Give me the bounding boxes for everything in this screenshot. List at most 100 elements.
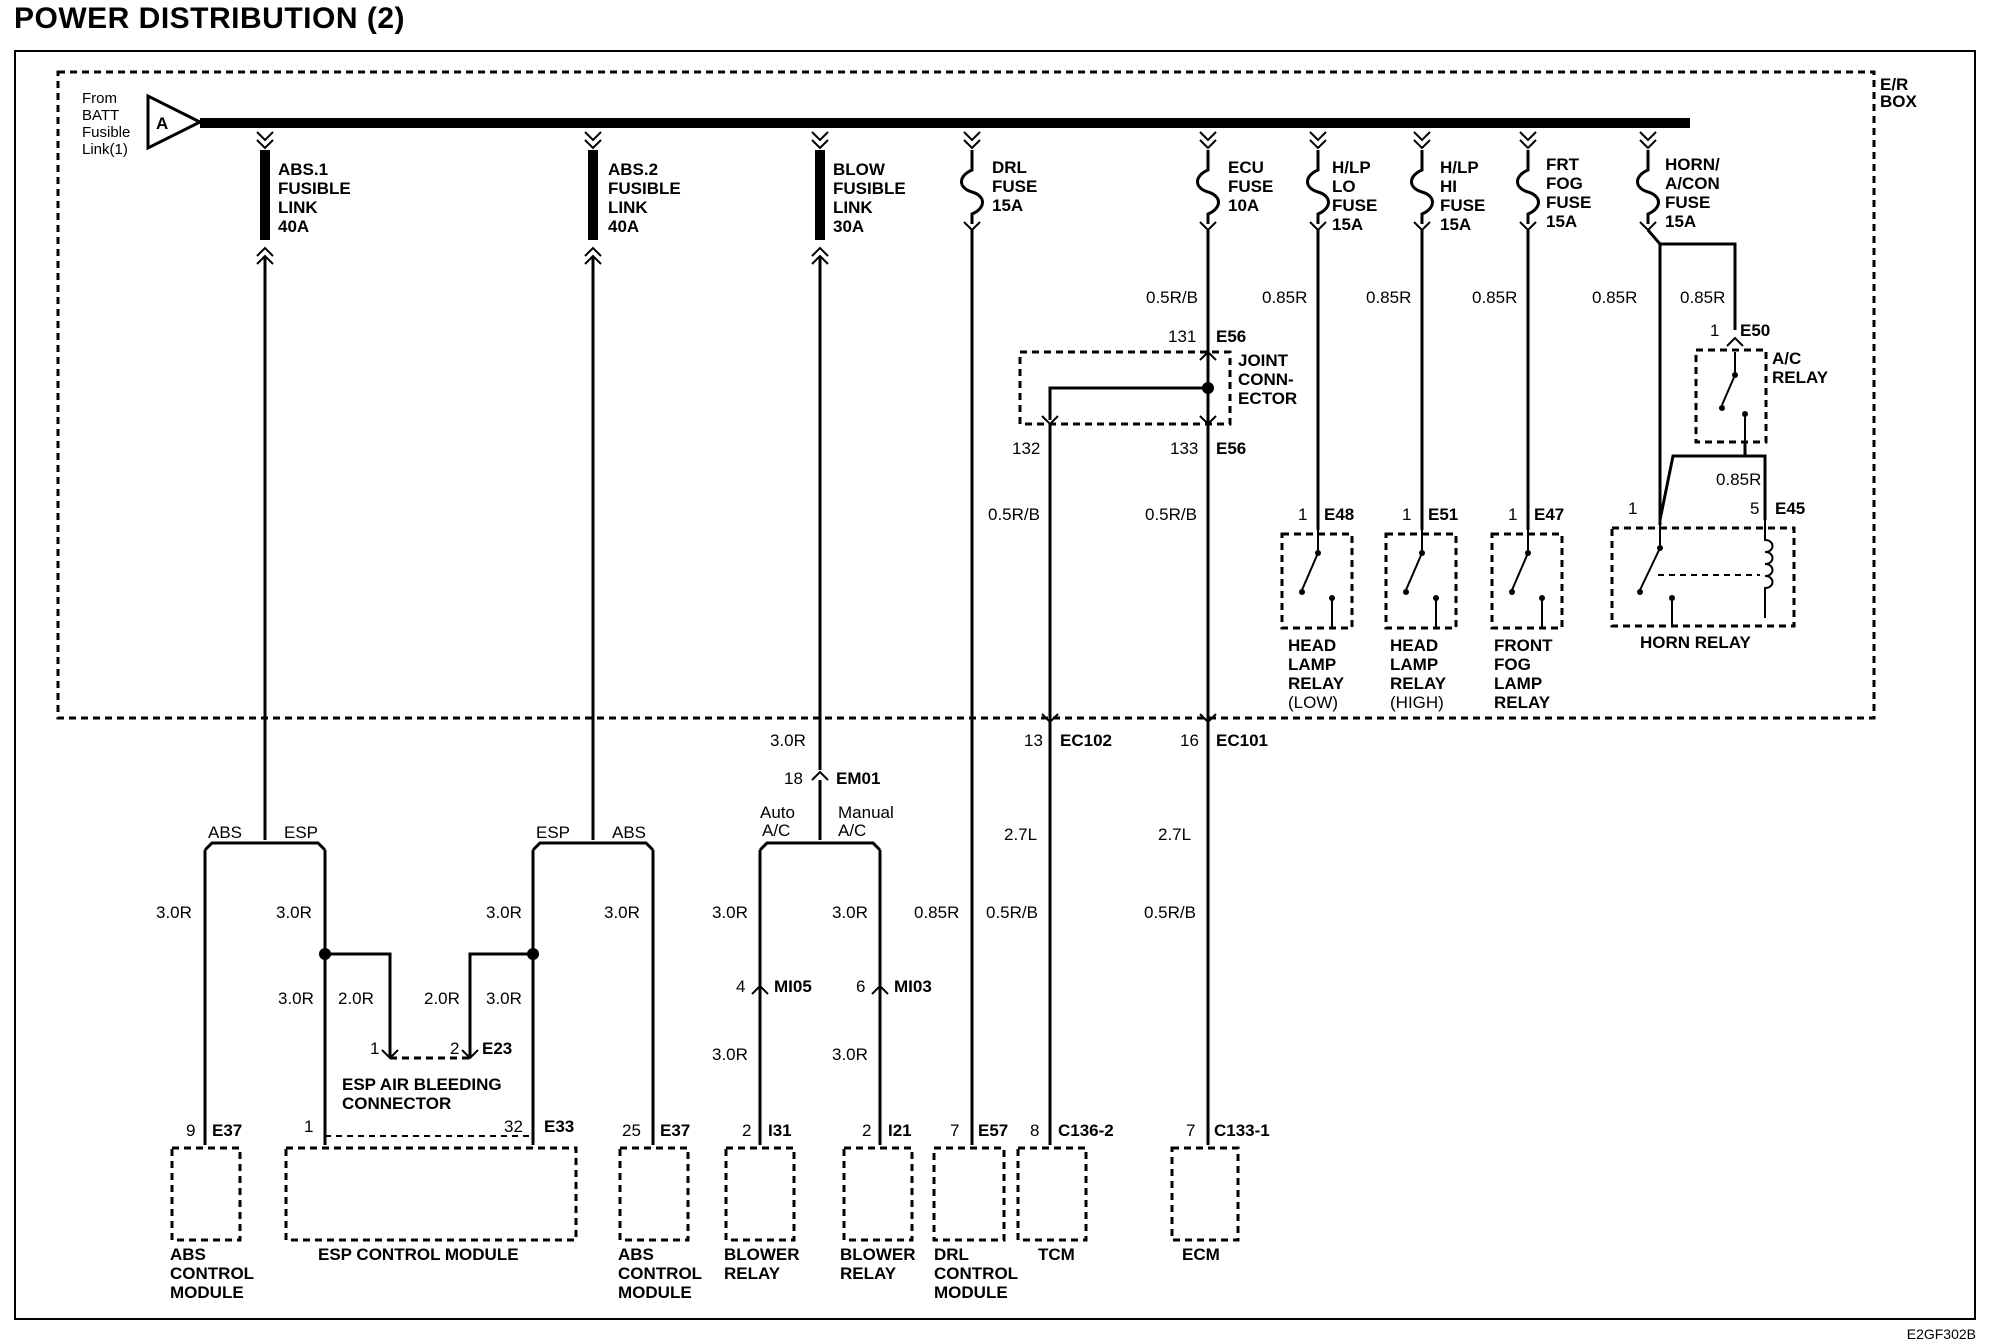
em01-wire-label: 3.0R	[770, 731, 806, 750]
hl-low-relay-box	[1280, 532, 1354, 630]
wire-label-133: 0.5R/B	[1145, 505, 1197, 524]
er-box-label-1: E/R	[1880, 75, 1908, 94]
hl-low-label-1: HEAD	[1288, 636, 1336, 655]
jc-top-arrow	[1199, 350, 1217, 361]
horn-label-3: FUSE	[1665, 193, 1710, 212]
mod-abs-left-label-3: MODULE	[170, 1283, 244, 1302]
hl-high-label-4: (HIGH)	[1390, 693, 1444, 712]
fog-relay-pin: 1	[1508, 505, 1517, 524]
hl-high-label-3: RELAY	[1390, 674, 1447, 693]
fog-relay-switch	[1509, 530, 1545, 628]
hlp-lo-label-4: 15A	[1332, 215, 1363, 234]
fog-relay-label-1: FRONT	[1494, 636, 1553, 655]
wire-label-27l-2: 2.7L	[1158, 825, 1191, 844]
wl-085r-drl: 0.85R	[914, 903, 959, 922]
esp-control-module	[284, 1146, 578, 1242]
blower-branch	[758, 841, 882, 852]
branch-esp-left: ESP	[284, 823, 318, 842]
horn-relay-conn: E45	[1775, 499, 1805, 518]
ecu-fuse	[1196, 131, 1220, 1145]
mod-abs-right-label-2: CONTROL	[618, 1264, 702, 1283]
ec101-pin: 16	[1180, 731, 1199, 750]
jc-label-3: ECTOR	[1238, 389, 1297, 408]
abs1-label-2: FUSIBLE	[278, 179, 351, 198]
tcm-module	[1016, 1146, 1088, 1242]
mod-blower2-label-1: BLOWER	[840, 1245, 916, 1264]
wire-label-horn-a: 0.85R	[1592, 288, 1637, 307]
hl-high-label-1: HEAD	[1390, 636, 1438, 655]
esp-bleed-right-wire	[468, 952, 533, 1058]
abs2-label-3: LINK	[608, 198, 648, 217]
horn-relay-label: HORN RELAY	[1640, 633, 1751, 652]
mi05-conn: MI05	[774, 977, 812, 996]
mod-abs-right-label-1: ABS	[618, 1245, 654, 1264]
mod-blower1-conn: I31	[768, 1121, 792, 1140]
source-connector-triangle	[146, 93, 204, 151]
mod-abs-left-conn: E37	[212, 1121, 242, 1140]
mod-abs-right-pin: 25	[622, 1121, 641, 1140]
wl-05rb-tcm: 0.5R/B	[986, 903, 1038, 922]
wl-30r-f: 3.0R	[832, 903, 868, 922]
esp-bleed-left-wire	[325, 952, 392, 1058]
jc-pin-right: 133	[1170, 439, 1198, 458]
source-label-1: From	[82, 90, 117, 107]
fog-relay-box	[1490, 532, 1564, 630]
wire-label-132: 0.5R/B	[988, 505, 1040, 524]
horn-relay-pin1: 1	[1628, 499, 1637, 518]
mod-blower2-pin: 2	[862, 1121, 871, 1140]
jc-label-1: JOINT	[1238, 351, 1289, 370]
hlp-lo-label-1: H/LP	[1332, 158, 1371, 177]
fog-relay-conn: E47	[1534, 505, 1564, 524]
hl-low-label-4: (LOW)	[1288, 693, 1338, 712]
hl-low-conn: E48	[1324, 505, 1354, 524]
branch-abs-right: ABS	[612, 823, 646, 842]
mi05-pin: 4	[736, 977, 745, 996]
fog-relay-label-2: FOG	[1494, 655, 1531, 674]
horn-label-4: 15A	[1665, 212, 1696, 231]
wire-label-27l-1: 2.7L	[1004, 825, 1037, 844]
mod-esp-pin-b: 32	[504, 1117, 523, 1136]
wl-30r-g: 3.0R	[278, 989, 314, 1008]
mod-blower2-label-2: RELAY	[840, 1264, 897, 1283]
wire-label-hlo: 0.85R	[1262, 288, 1307, 307]
abs-control-module-left	[170, 1146, 242, 1242]
blower-relay-1	[724, 1146, 796, 1242]
mod-drl-label-3: MODULE	[934, 1283, 1008, 1302]
mod-tcm-label: TCM	[1038, 1245, 1075, 1264]
ecu-label-1: ECU	[1228, 158, 1264, 177]
hlp-lo-fuse	[1306, 131, 1330, 530]
blower-relay-2	[842, 1146, 914, 1242]
frt-fog-label-3: FUSE	[1546, 193, 1591, 212]
horn-label-2: A/CON	[1665, 174, 1720, 193]
ecm-module	[1170, 1146, 1240, 1242]
drl-fuse	[960, 131, 984, 1145]
page-title: POWER DISTRIBUTION (2)	[14, 2, 405, 35]
ac-relay-arrow	[1726, 336, 1744, 347]
e23-conn: E23	[482, 1039, 512, 1058]
abs-control-module-right	[618, 1146, 690, 1242]
er-box-boundary	[56, 70, 1876, 720]
hlp-hi-label-2: HI	[1440, 177, 1457, 196]
drl-label-3: 15A	[992, 196, 1023, 215]
em01-pin: 18	[784, 769, 803, 788]
hlp-lo-label-3: FUSE	[1332, 196, 1377, 215]
wl-05rb-ecm: 0.5R/B	[1144, 903, 1196, 922]
jc-pin-top: 131	[1168, 327, 1196, 346]
ac-relay-output	[1658, 442, 1747, 521]
blow-label-1: BLOW	[833, 160, 886, 179]
frt-fog-label-1: FRT	[1546, 155, 1580, 174]
blow-label-2: FUSIBLE	[833, 179, 906, 198]
wl-30r-h: 3.0R	[486, 989, 522, 1008]
mod-blower2-conn: I21	[888, 1121, 912, 1140]
hl-low-pin: 1	[1298, 505, 1307, 524]
mod-blower1-pin: 2	[742, 1121, 751, 1140]
drl-control-module	[932, 1146, 1006, 1242]
ec102-pin: 13	[1024, 731, 1043, 750]
ecu-label-2: FUSE	[1228, 177, 1273, 196]
branch-auto-ac-2: A/C	[762, 821, 790, 840]
mod-esp-pin-a: 1	[304, 1117, 313, 1136]
mi03-conn: MI03	[894, 977, 932, 996]
mod-esp-label: ESP CONTROL MODULE	[318, 1245, 519, 1264]
er-box-label-2: BOX	[1880, 92, 1918, 111]
